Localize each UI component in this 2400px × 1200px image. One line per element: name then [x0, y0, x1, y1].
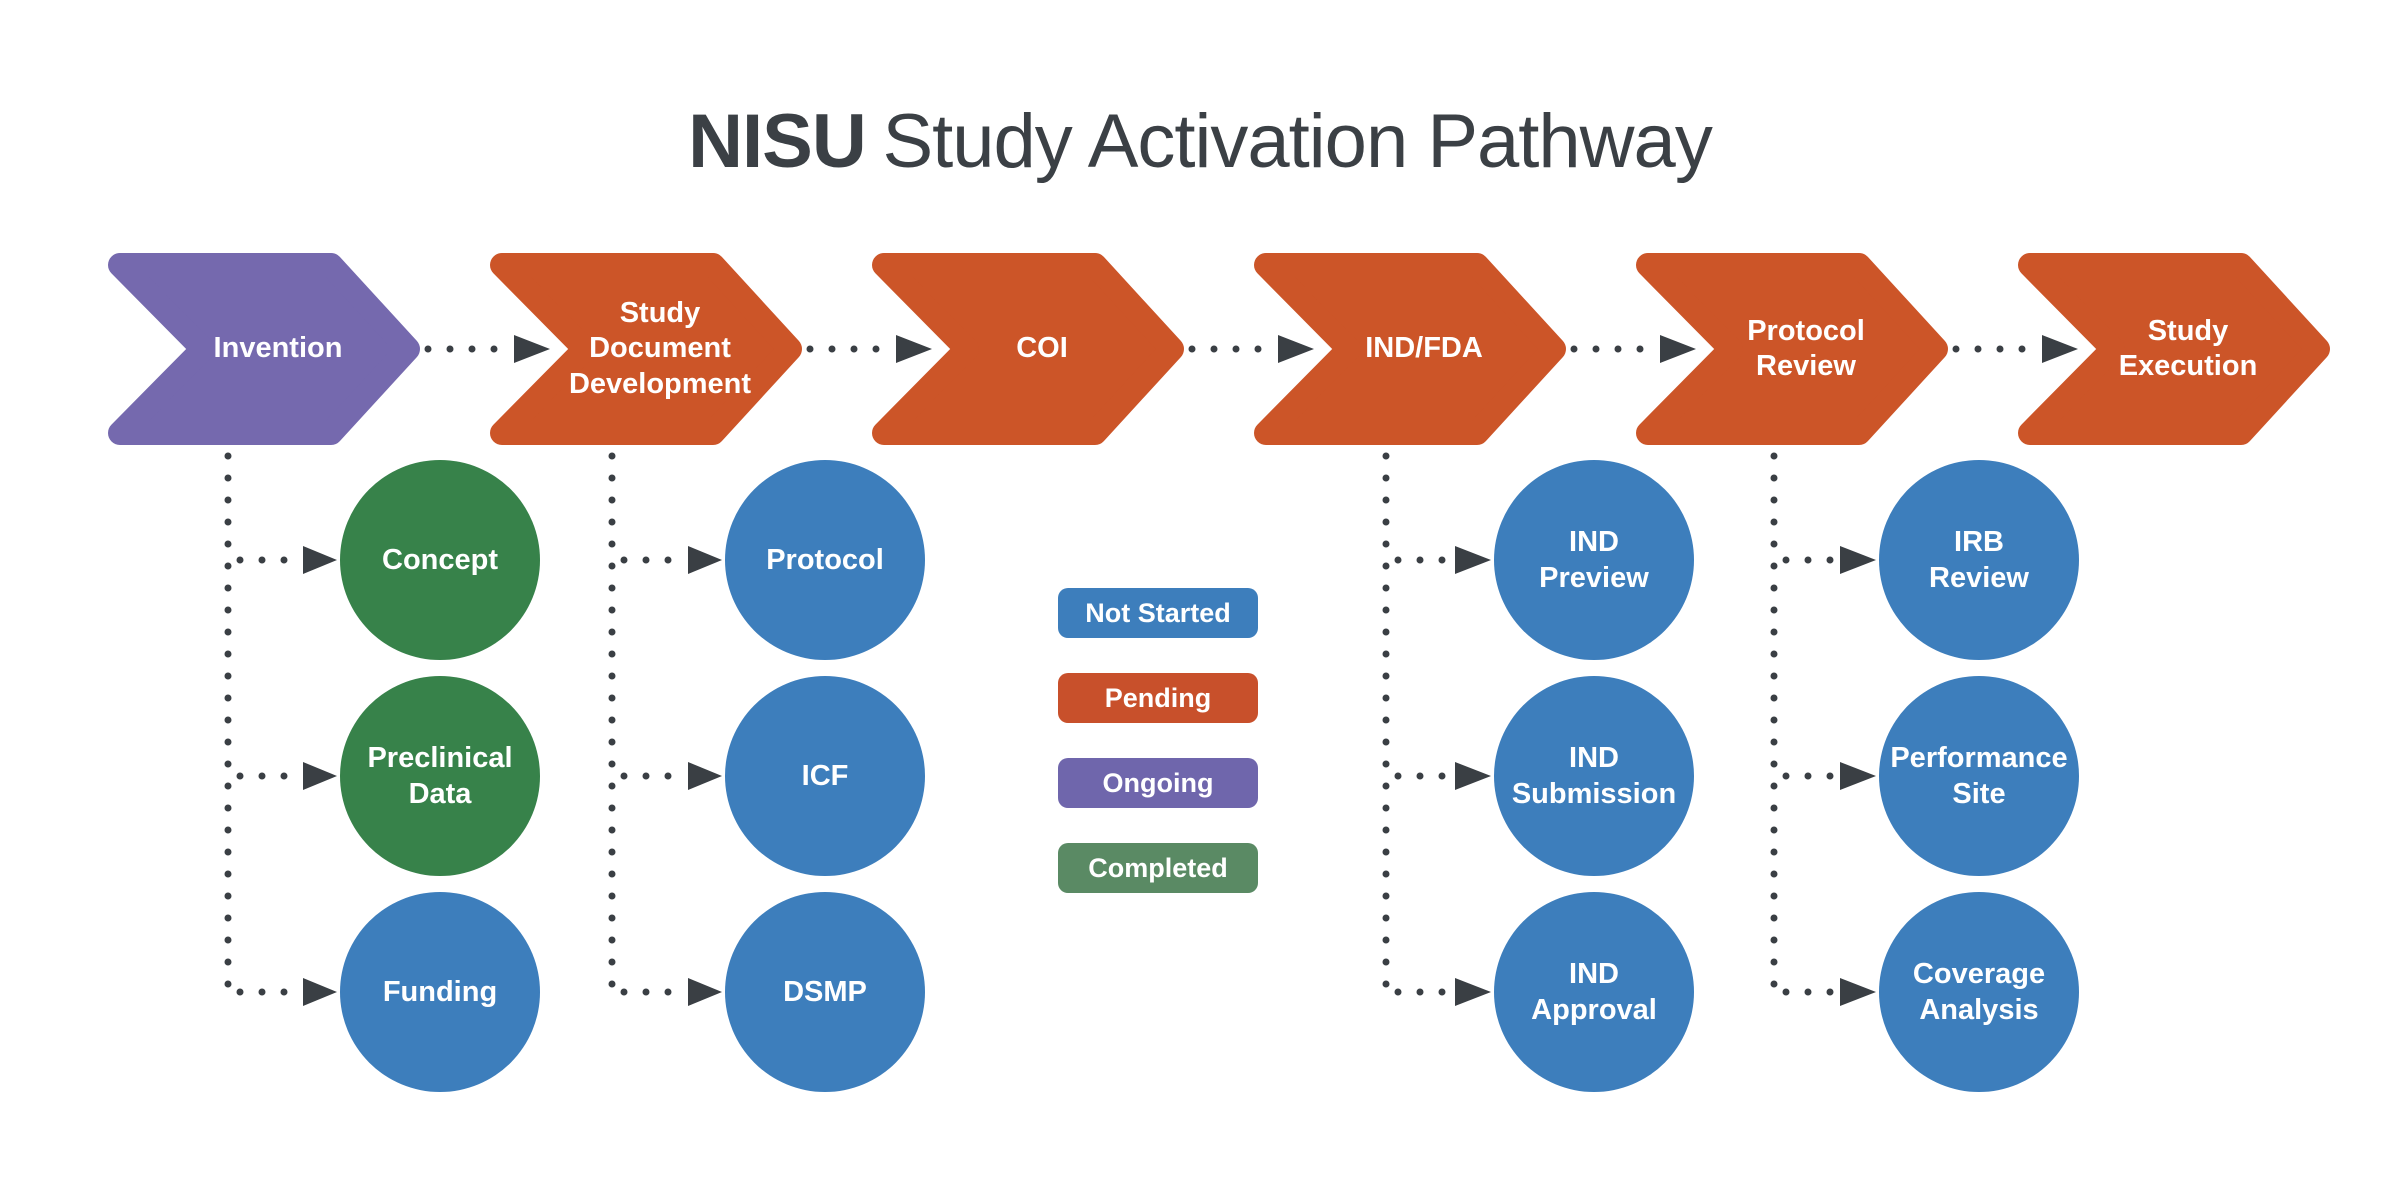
- arrowhead-icon: [303, 762, 337, 790]
- milestone-label: IND Preview: [1539, 525, 1649, 594]
- stage-chevron-invention: Invention: [108, 253, 420, 445]
- arrowhead-icon: [514, 335, 550, 363]
- milestone-circle-concept: Concept: [340, 460, 540, 660]
- milestone-circle-preclinical-data: Preclinical Data: [340, 676, 540, 876]
- stage-label: Invention: [213, 332, 343, 365]
- milestone-branch-connectors: [236, 546, 1876, 1006]
- arrowhead-icon: [1660, 335, 1696, 363]
- chevron-shape: [1636, 253, 1948, 445]
- stage-chevron-ind-fda: IND/FDA: [1254, 253, 1566, 445]
- milestone-label: ICF: [801, 759, 849, 792]
- milestone-circle-ind-approval: IND Approval: [1494, 892, 1694, 1092]
- stage-label: Study Document Development: [568, 296, 752, 400]
- milestone-label: Concept: [382, 543, 498, 576]
- chevron-shape: [108, 253, 420, 445]
- stage-chevron-study-execution: Study Execution: [2018, 253, 2330, 445]
- arrowhead-icon: [303, 978, 337, 1006]
- legend-label: Completed: [1088, 852, 1228, 883]
- stage-to-stage-connectors: [424, 335, 2078, 363]
- legend-label: Pending: [1104, 682, 1212, 713]
- stage-chevron-coi: COI: [872, 253, 1184, 445]
- title-brand: NISU: [688, 99, 867, 184]
- milestone-label: IND Approval: [1531, 957, 1657, 1026]
- arrowhead-icon: [303, 546, 337, 574]
- milestone-circle-irb-review: IRB Review: [1879, 460, 2079, 660]
- milestone-circle-performance-site: Performance Site: [1879, 676, 2079, 876]
- milestone-label: Preclinical Data: [367, 741, 513, 810]
- milestone-label: Funding: [382, 975, 498, 1008]
- title-rest: Study Activation Pathway: [882, 99, 1712, 184]
- milestone-label: DSMP: [783, 975, 867, 1008]
- arrowhead-icon: [1455, 762, 1491, 790]
- milestone-circle-ind-preview: IND Preview: [1494, 460, 1694, 660]
- legend-label: Ongoing: [1102, 767, 1214, 798]
- arrowhead-icon: [1840, 978, 1876, 1006]
- milestone-circle-icf: ICF: [725, 676, 925, 876]
- stage-chevron-study-document-development: Study Document Development: [490, 253, 802, 445]
- arrowhead-icon: [1840, 546, 1876, 574]
- legend-badge-not-started: Not Started: [1058, 588, 1258, 638]
- arrowhead-icon: [2042, 335, 2078, 363]
- stage-chevron-protocol-review: Protocol Review: [1636, 253, 1948, 445]
- milestone-label: IRB Review: [1929, 525, 2029, 594]
- milestone-circle-dsmp: DSMP: [725, 892, 925, 1092]
- arrowhead-icon: [688, 762, 722, 790]
- arrowhead-icon: [688, 978, 722, 1006]
- legend-badge-pending: Pending: [1058, 673, 1258, 723]
- milestone-circle-coverage-analysis: Coverage Analysis: [1879, 892, 2079, 1092]
- arrowhead-icon: [896, 335, 932, 363]
- chevron-shape: [490, 253, 802, 445]
- chevron-shape: [1254, 253, 1566, 445]
- stage-label: Study Execution: [2118, 314, 2258, 382]
- milestone-circle-funding: Funding: [340, 892, 540, 1092]
- arrowhead-icon: [1455, 978, 1491, 1006]
- chevron-shape: [872, 253, 1184, 445]
- stage-label: Protocol Review: [1747, 314, 1865, 382]
- arrowhead-icon: [688, 546, 722, 574]
- stage-drop-lines: [224, 452, 1778, 994]
- arrowhead-icon: [1455, 546, 1491, 574]
- stage-label: COI: [1016, 332, 1068, 365]
- milestone-circle-protocol: Protocol: [725, 460, 925, 660]
- milestone-label: Protocol: [766, 543, 884, 576]
- arrowhead-icon: [1840, 762, 1876, 790]
- stage-label: IND/FDA: [1365, 332, 1483, 365]
- arrowhead-icon: [1278, 335, 1314, 363]
- milestone-circle-ind-submission: IND Submission: [1494, 676, 1694, 876]
- chevron-shape: [2018, 253, 2330, 445]
- milestone-label: Performance Site: [1890, 741, 2068, 810]
- legend-label: Not Started: [1085, 597, 1231, 628]
- legend-badge-ongoing: Ongoing: [1058, 758, 1258, 808]
- milestone-label: IND Submission: [1511, 741, 1677, 810]
- legend-badge-completed: Completed: [1058, 843, 1258, 893]
- milestone-label: Coverage Analysis: [1912, 957, 2046, 1026]
